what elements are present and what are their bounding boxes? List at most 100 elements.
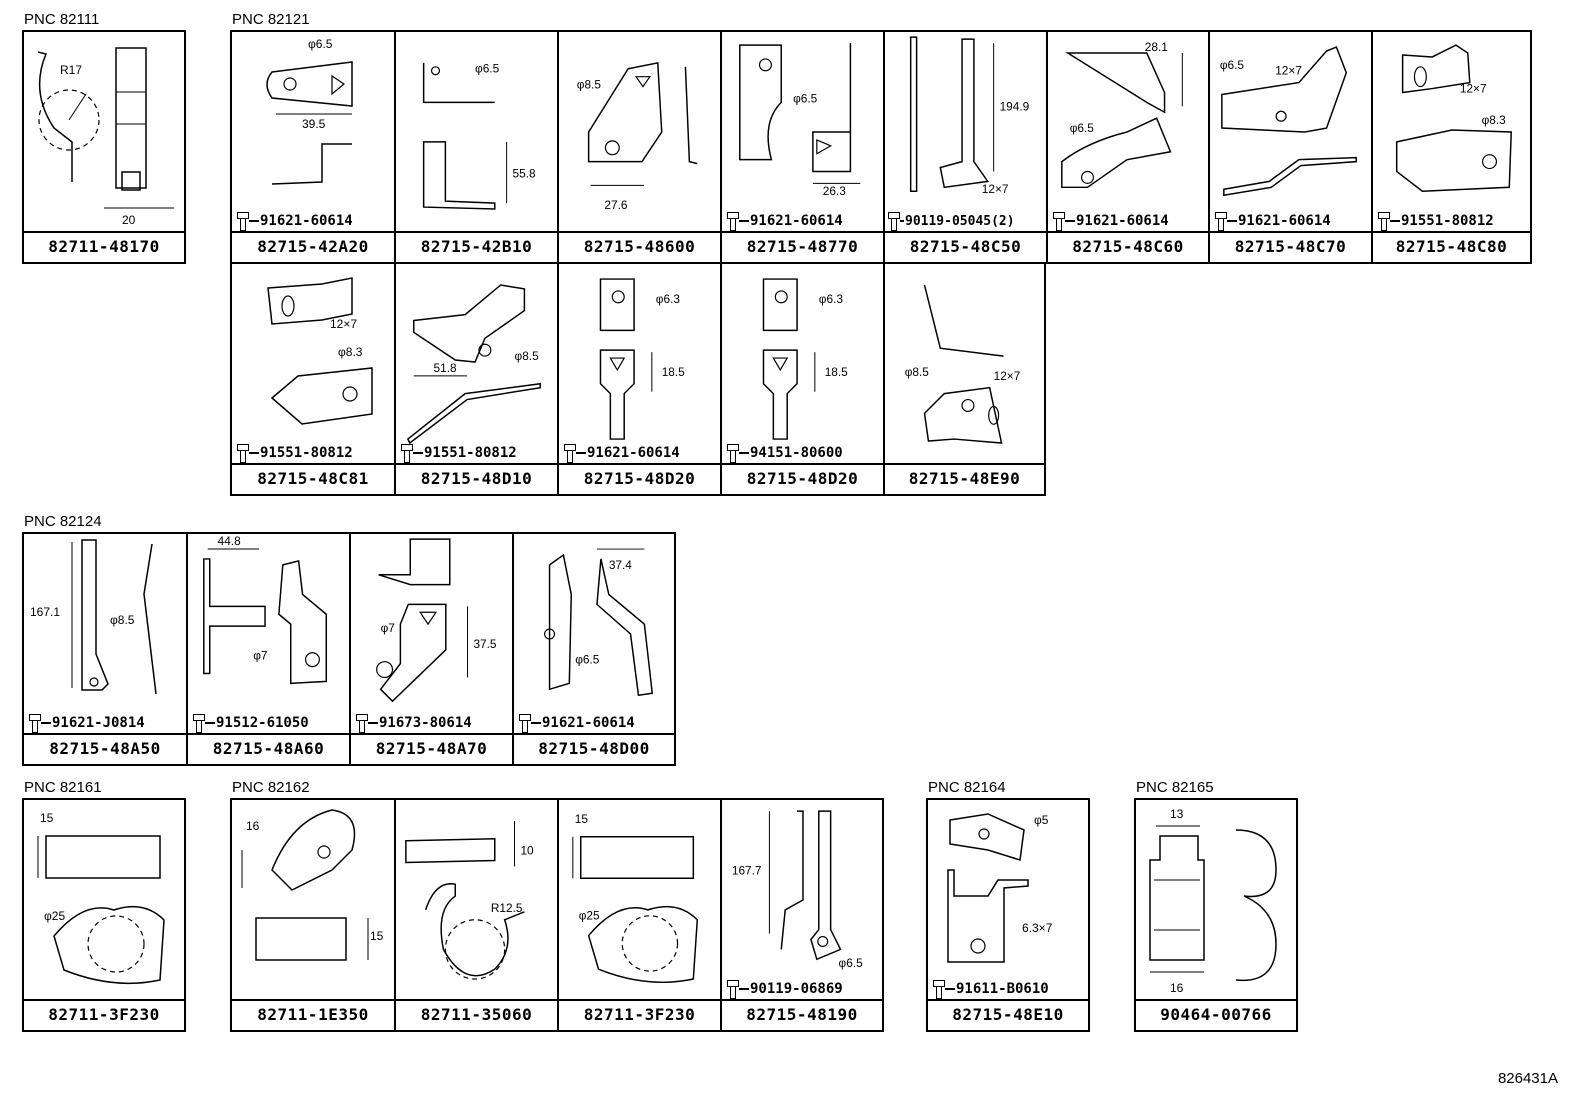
bolt-icon [726,978,739,1000]
dim-label: φ8.3 [1482,113,1507,127]
parts-panel-82162: 16 15 82711-1E350 10 R12.5 82711-35060 1… [230,798,884,1032]
dim-label: 16 [1170,981,1184,995]
part-drawing: φ5 6.3×7 [947,813,1053,963]
part-tile[interactable]: φ6.5 12×7 91621-60614 82715-48C70 [1208,32,1371,262]
dim-label: φ6.5 [839,956,864,970]
dim-label: φ8.5 [905,365,930,379]
part-number: 82715-48C81 [232,463,394,494]
bolt-icon [1214,210,1227,232]
dim-label: 15 [575,812,589,826]
bolt-callout: 91551-80812 [1377,210,1494,232]
bolt-part-number: 94151-80600 [750,445,843,461]
pnc-label-82111: PNC 82111 [24,11,100,28]
part-tile[interactable]: φ5 6.3×7 91611-B0610 82715-48E10 [928,800,1088,1030]
part-drawing: 167.7 φ6.5 [732,810,864,970]
bolt-icon [400,442,413,464]
part-tile[interactable]: φ7 37.5 91673-80614 82715-48A70 [349,534,512,764]
part-number: 82711-3F230 [24,999,184,1030]
part-drawing: 10 R12.5 [405,820,534,980]
part-drawing: 13 16 [1149,807,1277,995]
parts-panel-82111: R17 20 82711-48170 [22,30,186,264]
diagram-reference-code: 826431A [1497,1070,1558,1087]
part-tile[interactable]: 44.8 φ7 91512-61050 82715-48A60 [186,534,349,764]
dim-label: 28.1 [1145,40,1168,54]
pnc-label-82161: PNC 82161 [24,779,102,796]
dim-label: R12.5 [491,901,523,915]
bolt-icon [28,712,41,734]
bolt-part-number: 91673-80614 [379,715,472,731]
dim-label: 6.3×7 [1022,921,1053,935]
part-tile[interactable]: 51.8 φ8.5 91551-80812 82715-48D10 [394,264,557,494]
part-tile[interactable]: φ6.5 55.8 82715-42B10 [394,32,557,262]
bolt-part-number: 91621-60614 [542,715,635,731]
dim-label: 26.3 [823,184,846,198]
part-tile[interactable]: φ6.3 18.5 91621-60614 82715-48D20 [557,264,720,494]
part-tile[interactable]: 13 16 90464-00766 [1136,800,1296,1030]
part-drawing: φ6.5 55.8 [422,62,536,210]
dim-label: 12×7 [1275,64,1302,78]
dim-label: φ8.5 [577,78,602,92]
part-number: 90464-00766 [1136,999,1296,1030]
part-number: 82715-48600 [559,231,720,262]
bolt-icon [192,712,205,734]
part-drawing: 12×7 φ8.3 [267,277,373,425]
bolt-part-number: 91551-80812 [1401,213,1494,229]
pnc-label-82165: PNC 82165 [1136,779,1214,796]
part-tile[interactable]: φ8.5 12×7 82715-48E90 [883,264,1044,494]
bolt-part-number: 90119-06869 [750,981,843,997]
part-tile[interactable]: 10 R12.5 82711-35060 [394,800,557,1030]
bolt-part-number: 91621-60614 [1076,213,1169,229]
bolt-icon [1377,210,1390,232]
bolt-callout: 91512-61050 [192,712,309,734]
bolt-callout: 91621-60614 [726,210,843,232]
part-tile[interactable]: 12×7 φ8.3 91551-80812 82715-48C80 [1371,32,1530,262]
bolt-callout: 91621-60614 [563,442,680,464]
part-tile[interactable]: 12×7 φ8.3 91551-80812 82715-48C81 [232,264,394,494]
part-tile[interactable]: 37.4 φ6.5 91621-60614 82715-48D00 [512,534,674,764]
part-tile[interactable]: φ6.5 39.5 91621-60614 82715-42A20 [232,32,394,262]
pnc-label-82124: PNC 82124 [24,513,102,530]
part-tile[interactable]: 167.7 φ6.5 90119-06869 82715-48190 [720,800,882,1030]
bolt-icon [563,442,576,464]
part-tile[interactable]: φ6.5 26.3 91621-60614 82715-48770 [720,32,883,262]
parts-panel-82124: 167.1 φ8.5 91621-J0814 82715-48A50 44.8 … [22,532,676,766]
dim-label: 37.5 [473,637,496,651]
dim-label: 15 [370,929,384,943]
dim-label: φ8.5 [110,613,135,627]
part-drawing: φ6.3 18.5 [762,278,848,440]
part-tile[interactable]: 15 φ25 82711-3F230 [557,800,720,1030]
bolt-callout: 91611-B0610 [932,978,1049,1000]
bolt-part-number: 91551-80812 [424,445,517,461]
dim-label: φ6.5 [308,37,333,51]
dim-label: 18.5 [662,365,685,379]
part-tile[interactable]: φ6.3 18.5 94151-80600 82715-48D20 [720,264,883,494]
dim-label: φ7 [381,621,395,635]
dim-label: φ8.5 [515,349,540,363]
part-tile[interactable]: 194.9 12×7 90119-05045(2) 82715-48C50 [883,32,1046,262]
dim-label: φ7 [253,649,267,663]
part-tile[interactable]: R17 20 82711-48170 [24,32,184,262]
part-tile[interactable]: 15 φ25 82711-3F230 [24,800,184,1030]
part-tile[interactable]: 16 15 82711-1E350 [232,800,394,1030]
bolt-part-number: 91611-B0610 [956,981,1049,997]
bolt-callout: 91621-60614 [518,712,635,734]
part-drawing: 44.8 φ7 [203,534,328,685]
bolt-part-number: 91621-60614 [1238,213,1331,229]
part-number: 82715-48D00 [514,733,674,764]
part-number: 82715-48A60 [188,733,349,764]
dim-label: 37.4 [609,558,632,572]
dim-label: 18.5 [825,365,848,379]
part-number: 82715-48D20 [722,463,883,494]
part-tile[interactable]: 167.1 φ8.5 91621-J0814 82715-48A50 [24,534,186,764]
part-drawing: φ6.5 26.3 [739,43,861,198]
part-drawing: φ8.5 27.6 [577,61,698,212]
dim-label: 15 [40,811,54,825]
part-tile[interactable]: φ8.5 27.6 82715-48600 [557,32,720,262]
part-tile[interactable]: 28.1 φ6.5 91621-60614 82715-48C60 [1046,32,1208,262]
part-number: 82711-1E350 [232,999,394,1030]
dim-label: 51.8 [434,361,457,375]
parts-panel-82161: 15 φ25 82711-3F230 [22,798,186,1032]
bolt-part-number: 91621-60614 [587,445,680,461]
part-drawing: φ7 37.5 [376,538,497,703]
part-number: 82715-48E10 [928,999,1088,1030]
